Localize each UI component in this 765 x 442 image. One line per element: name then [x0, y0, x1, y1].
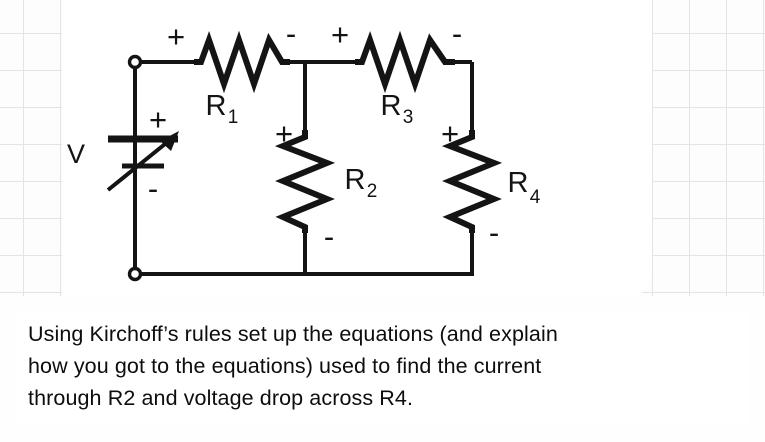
resistor-r4-plus-sign: +: [441, 116, 459, 151]
resistor-r1-subscript: 1: [228, 107, 239, 128]
resistor-r2-subscript: 2: [367, 181, 378, 202]
resistor-r3-minus-sign: -: [452, 16, 462, 51]
resistor-r4-label: R: [508, 167, 529, 199]
source-label-v: V: [67, 139, 85, 169]
resistor-r3-label: R: [381, 90, 402, 122]
resistor-r1-minus-sign: -: [286, 16, 296, 51]
resistor-r1-plus-sign: +: [167, 19, 185, 54]
resistor-r3-symbol: [355, 30, 455, 94]
resistor-r4-symbol: [441, 130, 503, 233]
resistor-r3-plus-sign: +: [331, 17, 349, 52]
terminal-top-left: [127, 54, 143, 70]
resistor-r2-symbol: [274, 130, 336, 233]
resistor-r4-subscript: 4: [530, 187, 541, 208]
terminal-bottom-left: [127, 266, 143, 282]
text-white-block: [18, 312, 748, 424]
resistor-r1-label: R: [206, 90, 227, 122]
source-variable-arrow-shaft: [106, 138, 172, 192]
question-line-2: how you got to the equations) used to fi…: [28, 354, 542, 378]
source-minus-sign: -: [148, 171, 158, 206]
question-text: Using Kirchoff’s rules set up the equati…: [28, 318, 740, 414]
resistor-r1-symbol: [194, 30, 290, 94]
resistor-r2-label: R: [345, 164, 366, 196]
resistor-r4-minus-sign: -: [489, 215, 499, 250]
resistor-r2-minus-sign: -: [324, 219, 334, 254]
resistor-r2-plus-sign: +: [275, 116, 293, 151]
source-plus-sign: +: [149, 102, 167, 137]
question-line-3: through R2 and voltage drop across R4.: [28, 386, 414, 410]
circuit-diagram: V + - R 1 + - R 3 + - R 2 + - R 4 + -: [67, 16, 541, 282]
question-line-1: Using Kirchoff’s rules set up the equati…: [28, 322, 558, 346]
voltage-source-symbol: [106, 131, 179, 192]
resistor-r3-subscript: 3: [403, 107, 414, 128]
source-variable-arrow-head: [160, 131, 179, 151]
